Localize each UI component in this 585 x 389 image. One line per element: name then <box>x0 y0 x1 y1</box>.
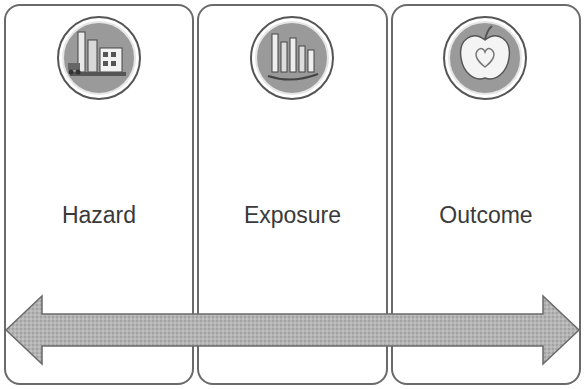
stage-panel: Exposure <box>197 4 388 385</box>
stage-panel: Hazard <box>4 4 194 385</box>
panel-label: Outcome <box>393 202 579 230</box>
panel-label: Exposure <box>199 202 386 230</box>
outcome-icon <box>444 17 526 99</box>
panel-label: Hazard <box>6 202 192 230</box>
stage-panel: Outcome <box>391 4 581 385</box>
exposure-icon <box>251 17 333 99</box>
factory-icon <box>58 17 140 99</box>
timeline-arrow <box>6 296 579 364</box>
